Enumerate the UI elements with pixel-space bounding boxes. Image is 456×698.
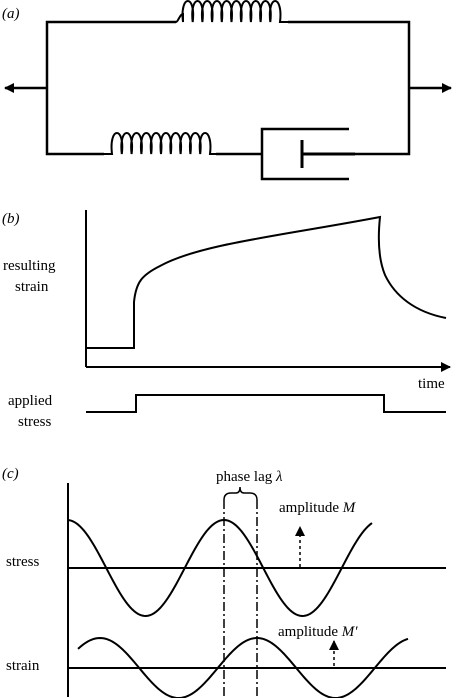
phase-lag-label: phase lag λ bbox=[216, 469, 283, 485]
panel-a: (a) bbox=[2, 0, 452, 181]
top-spring bbox=[175, 0, 288, 23]
top-branch-wire bbox=[45, 20, 411, 88]
amplitude-m-label: amplitude M bbox=[279, 500, 357, 516]
panel-b: (b) resulting strain time applied stress bbox=[2, 210, 451, 430]
bottom-spring bbox=[104, 132, 216, 155]
time-axis-label: time bbox=[418, 376, 445, 392]
applied-stress-step bbox=[86, 394, 446, 413]
stress-label: stress bbox=[6, 554, 39, 570]
amplitude-m-prime-label: amplitude M′ bbox=[278, 624, 358, 640]
panel-b-label: (b) bbox=[2, 211, 20, 227]
strain-label: strain bbox=[6, 658, 40, 674]
dashpot-cylinder bbox=[260, 127, 349, 181]
strain-wave bbox=[77, 636, 409, 698]
panel-c-label: (c) bbox=[2, 466, 19, 482]
panel-c: (c) stress strain phase lag λ amplitude … bbox=[2, 466, 446, 698]
strain-response-curve bbox=[86, 215, 447, 349]
panel-a-label: (a) bbox=[2, 6, 20, 22]
bottom-branch-wire bbox=[45, 88, 411, 156]
resulting-strain-label-line1: resulting bbox=[3, 258, 56, 274]
applied-stress-label-line1: applied bbox=[8, 393, 53, 409]
stress-wave bbox=[67, 518, 373, 617]
phase-lag-brace bbox=[223, 486, 258, 501]
resulting-strain-label-line2: strain bbox=[15, 279, 49, 295]
applied-stress-label-line2: stress bbox=[18, 414, 51, 430]
dashpot-piston bbox=[300, 140, 355, 168]
